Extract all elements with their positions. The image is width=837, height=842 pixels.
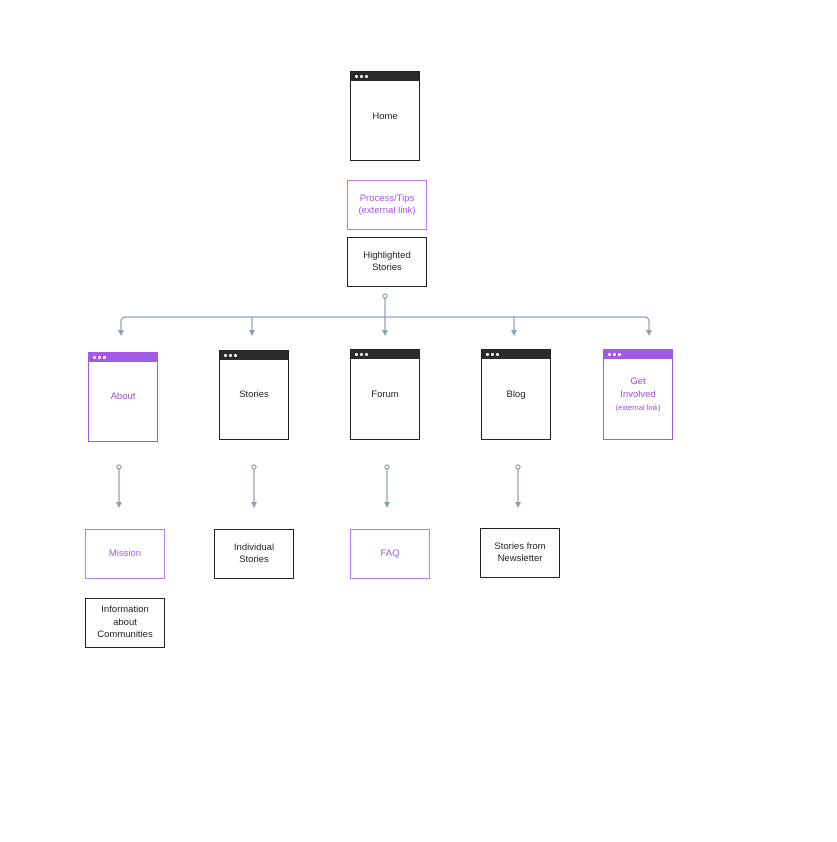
get-involved-external-note: (external link) <box>615 403 661 412</box>
info-communities-line2: about <box>113 616 137 628</box>
forum-page-node: Forum <box>350 349 420 440</box>
mission-node: Mission <box>85 529 165 579</box>
mission-label: Mission <box>108 547 142 559</box>
highlighted-stories-node: Highlighted Stories <box>347 237 427 287</box>
process-tips-external-note: (external link) <box>358 205 416 216</box>
page-header-bar <box>89 353 157 362</box>
info-communities-node: Information about Communities <box>85 598 165 648</box>
sub-connectors <box>116 464 521 508</box>
blog-page-node: Blog <box>481 349 551 440</box>
home-label: Home <box>372 111 398 122</box>
get-involved-line2: Involved <box>620 389 656 400</box>
process-tips-label: Process/Tips <box>359 192 415 204</box>
highlighted-stories-line1: Highlighted <box>363 249 411 261</box>
get-involved-label: Get Involved (external link) <box>604 375 672 414</box>
about-label: About <box>110 391 136 402</box>
page-header-bar <box>220 351 288 360</box>
individual-stories-line1: Individual <box>233 541 275 553</box>
highlighted-stories-line2: Stories <box>372 262 402 273</box>
about-page-node: About <box>88 352 158 442</box>
info-communities-line3: Communities <box>97 629 153 641</box>
forum-label: Forum <box>371 389 399 400</box>
blog-label: Blog <box>506 389 526 400</box>
page-header-bar <box>604 350 672 359</box>
page-header-bar <box>351 350 419 359</box>
main-branch-connector <box>118 293 652 336</box>
stories-label: Stories <box>239 389 269 400</box>
info-communities-line1: Information <box>101 604 149 616</box>
individual-stories-node: Individual Stories <box>214 529 294 579</box>
process-tips-node: Process/Tips (external link) <box>347 180 427 230</box>
stories-page-node: Stories <box>219 350 289 440</box>
stories-newsletter-line1: Stories from <box>494 540 546 552</box>
stories-newsletter-node: Stories from Newsletter <box>480 528 560 578</box>
home-page-node: Home <box>350 71 420 161</box>
page-header-bar <box>482 350 550 359</box>
faq-node: FAQ <box>350 529 430 579</box>
get-involved-line1: Get <box>630 376 646 387</box>
page-header-bar <box>351 72 419 81</box>
stories-newsletter-line2: Newsletter <box>497 553 543 564</box>
faq-label: FAQ <box>380 547 400 559</box>
get-involved-page-node: Get Involved (external link) <box>603 349 673 440</box>
individual-stories-line2: Stories <box>239 554 269 565</box>
